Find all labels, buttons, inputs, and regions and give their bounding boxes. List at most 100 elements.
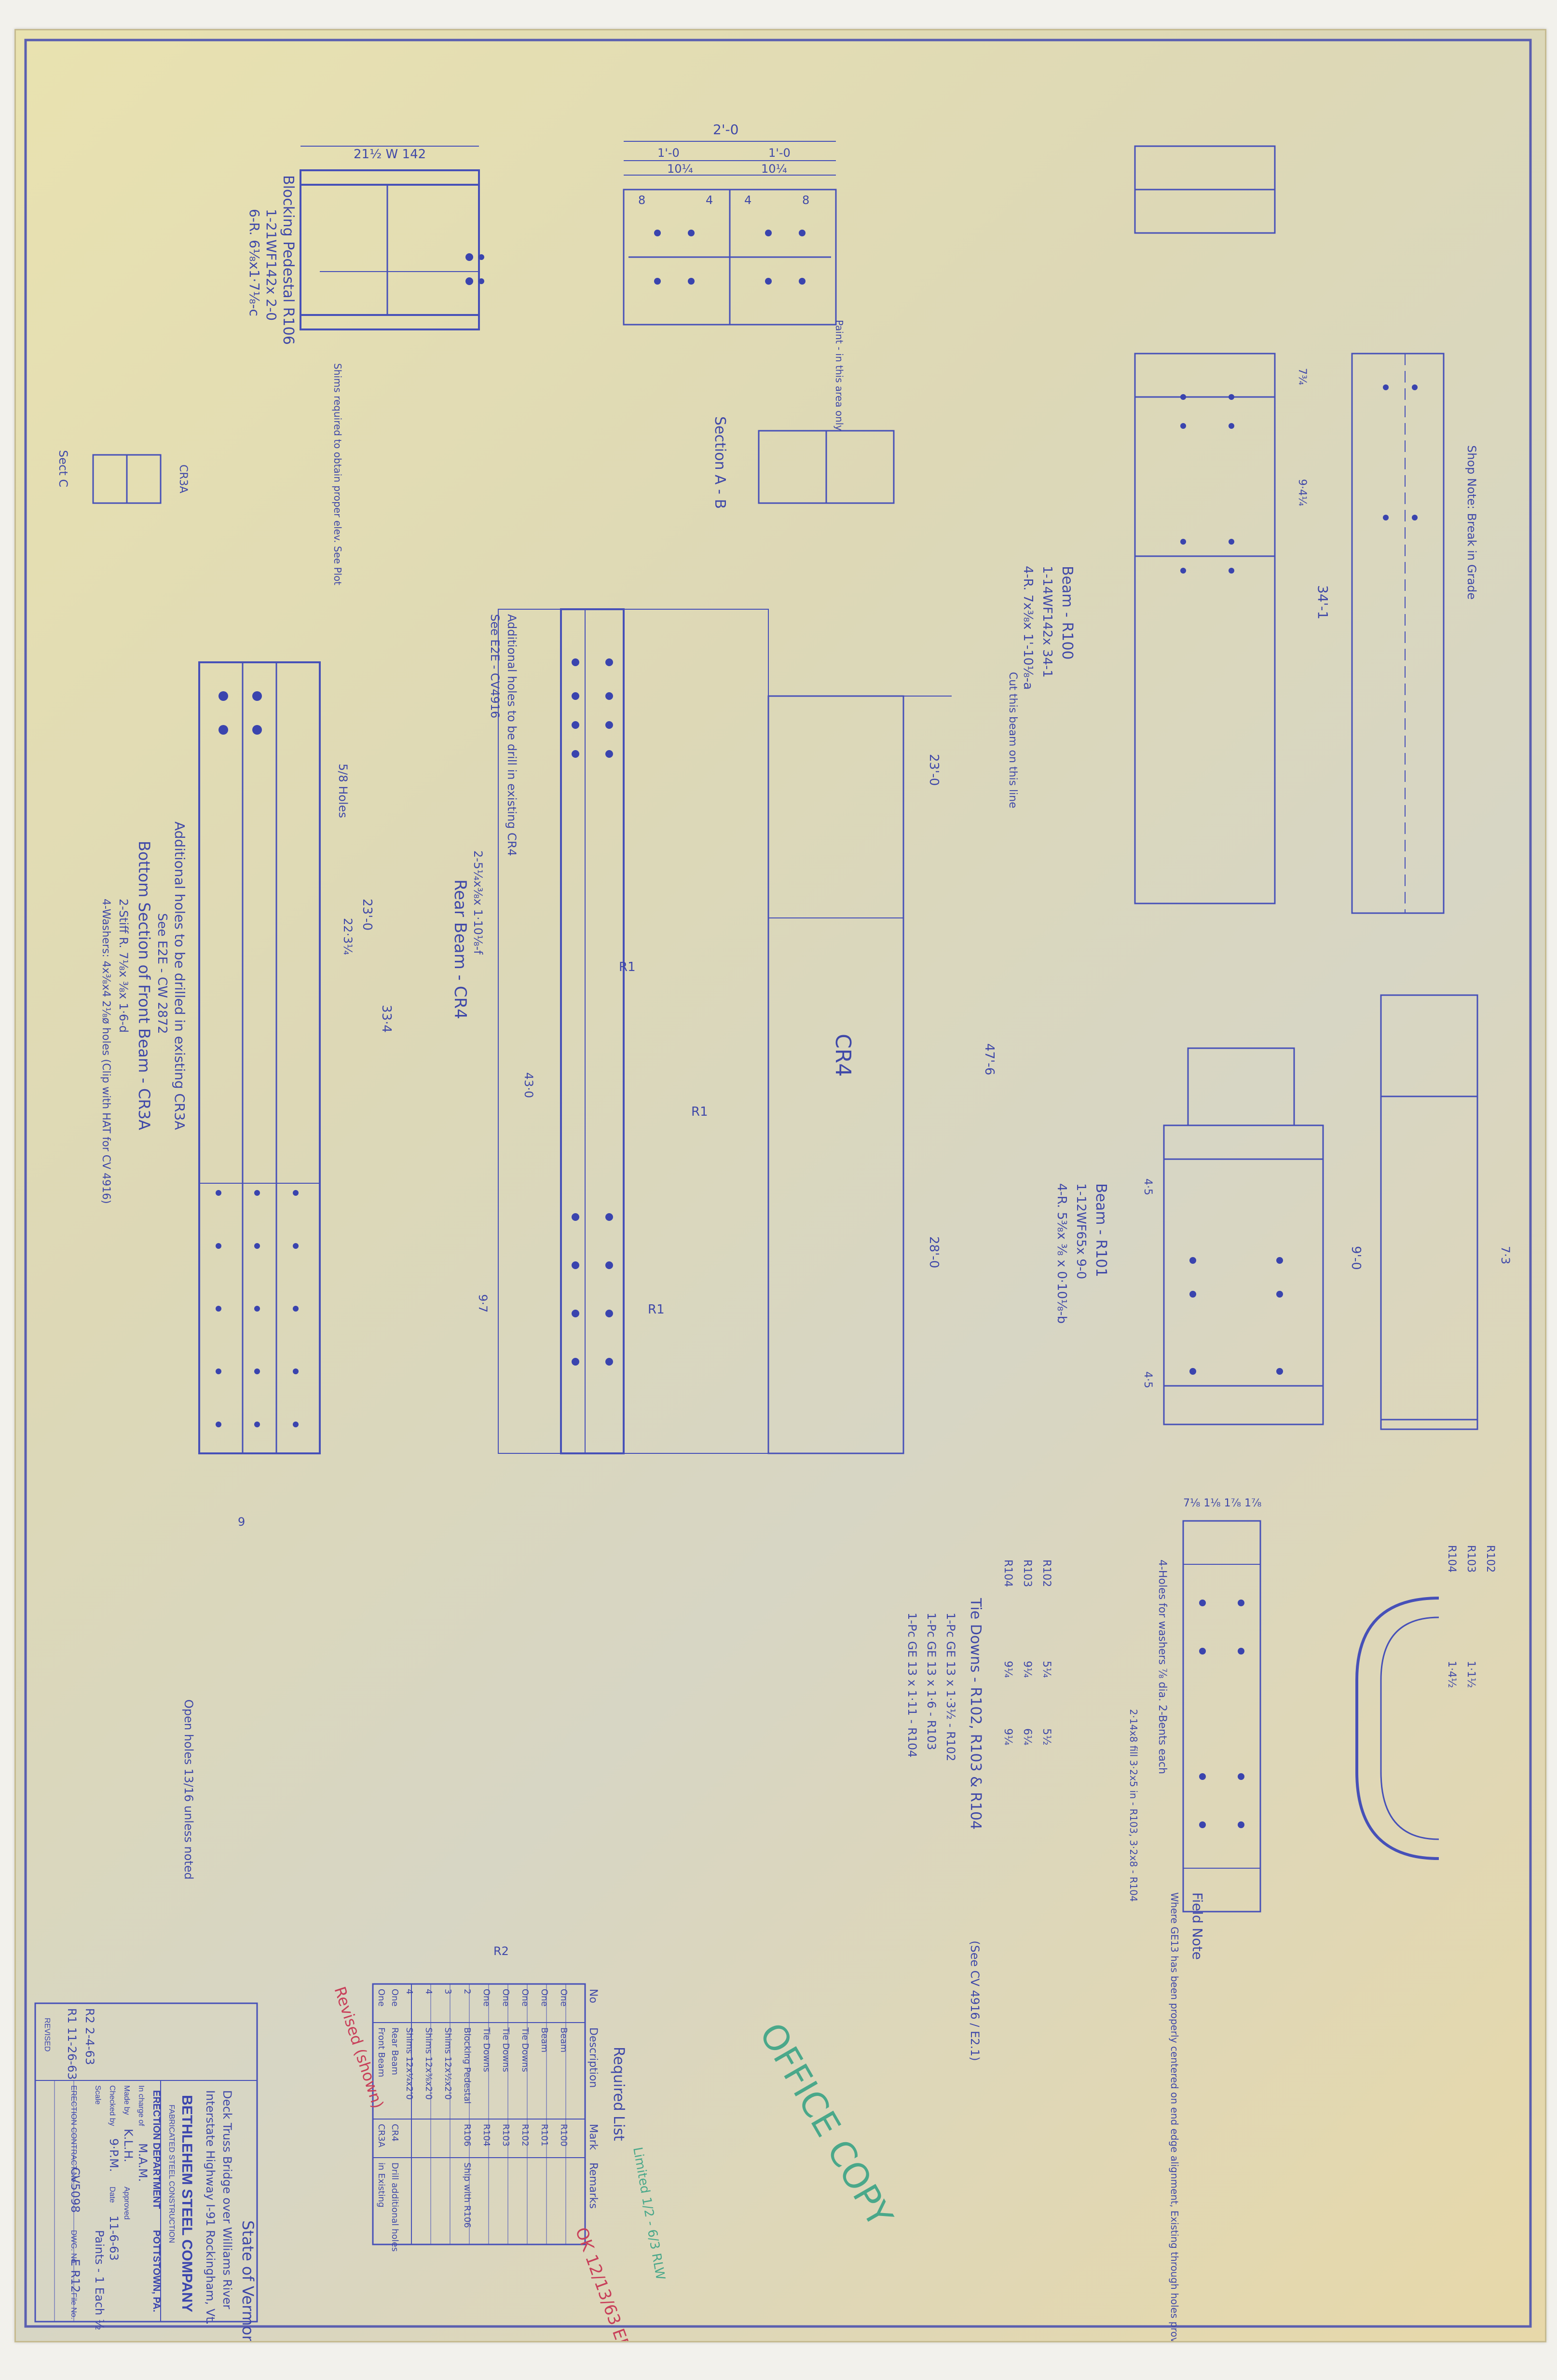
title-block-state: State of Vermont (239, 2220, 257, 2341)
tie-downs-right-mark-3: R104 (1446, 1545, 1458, 1573)
svg-text:ERECTION DEPARTMENT: ERECTION DEPARTMENT (151, 2090, 162, 2209)
drawing-sheet: Blocking Pedestal R106 1-21WF142x 2-0 6-… (14, 29, 1546, 2342)
svg-text:CR4: CR4 (831, 1034, 855, 1077)
svg-text:CR3A: CR3A (177, 465, 189, 493)
rear-beam-r1-c: R1 (648, 1302, 665, 1317)
title-block-checked-by: 9·P.M. (107, 2138, 121, 2172)
svg-text:4-Washers: 4x⅜x4 2⅛ø holes (C: 4-Washers: 4x⅜x4 2⅛ø holes (Clip with HA… (100, 899, 112, 1204)
tie-downs-dim-b1: 5½ (1040, 1728, 1052, 1745)
svg-text:9·7: 9·7 (476, 1294, 490, 1313)
table-row-4-no: One (501, 1989, 511, 2007)
svg-text:9·4¼: 9·4¼ (1296, 479, 1308, 506)
blocking-pedestal-detail: Blocking Pedestal R106 1-21WF142x 2-0 6-… (56, 146, 484, 585)
tie-downs-dim-a3: 9¼ (1002, 1661, 1014, 1678)
tie-downs-mark-3: R104 (1002, 1559, 1014, 1587)
svg-text:22·3¼: 22·3¼ (341, 918, 355, 955)
tie-downs-dim-b2: 6¼ (1021, 1728, 1033, 1745)
svg-text:OFFICE COPY: OFFICE COPY (751, 2016, 901, 2234)
table-row-11-desc: Front Beam (376, 2027, 386, 2077)
section-ab-space-4: 8 (802, 193, 809, 207)
tie-downs-mark-1: R102 (1040, 1559, 1052, 1587)
svg-text:4-R. 5⅜x ⅜ x 0·10⅛-b: 4-R. 5⅜x ⅜ x 0·10⅛-b (1054, 1183, 1069, 1324)
title-block-project: Deck Truss Bridge over Williams River (220, 2090, 234, 2309)
tie-downs-detail: Tie Downs - R102, R103 & R104 (See CV 49… (905, 1497, 1496, 2061)
title-block-location: POTTSTOWN, PA. (151, 2230, 162, 2312)
svg-text:Additional holes to be drilled: Additional holes to be drilled in existi… (172, 821, 188, 1130)
tie-downs-item-1: 1-Pc GE 13 x 1·3½ - R102 (944, 1613, 957, 1761)
svg-text:9'-0: 9'-0 (1349, 1246, 1363, 1270)
svg-text:23'-0: 23'-0 (360, 899, 374, 930)
svg-text:FABRICATED STEEL CONSTRUCTION: FABRICATED STEEL CONSTRUCTION (167, 2105, 176, 2243)
svg-text:R102: R102 (1040, 1559, 1052, 1587)
title-block-checked-by-label: Checked by (108, 2085, 116, 2126)
beam-r100-line2: 4-R. 7x⅜x 1'-10⅛-a (1021, 566, 1035, 690)
table-row-8-desc: Shims 12x⅜x2'0 (423, 2027, 434, 2100)
title-block-subtitle: FABRICATED STEEL CONSTRUCTION (167, 2105, 176, 2243)
front-beam-title: Bottom Section of Front Beam - CR3A (135, 841, 153, 1130)
title-block-company: BETHLEHEM STEEL COMPANY (179, 2095, 195, 2312)
rear-beam-r1-b: R1 (691, 1105, 708, 1119)
rear-beam-title: Rear Beam - CR4 (451, 879, 470, 1019)
table-row-2-desc: Beam (539, 2027, 549, 2052)
title-block-highway: Interstate Highway I-91 Rockingham, Vt. (204, 2090, 217, 2325)
beam-r100-detail: Beam - R100 1-14WF142x 34-1 4-R. 7x⅜x 1'… (1007, 145, 1478, 914)
tie-downs-item-2: 1-Pc GE 13 x 1·6 - R103 (925, 1613, 938, 1750)
rear-beam-dim-2: 47'-6 (982, 1043, 997, 1075)
engineering-drawing: Blocking Pedestal R106 1-21WF142x 2-0 6-… (16, 30, 1545, 2341)
required-list-title: Required List (610, 2047, 627, 2141)
table-row-6-no: 2 (462, 1989, 472, 1994)
svg-text:Section A - B: Section A - B (711, 416, 728, 509)
table-row-11-remarks: in Existing (376, 2162, 386, 2207)
beam-r101-line1: 1-12WF65x 9-0 (1074, 1183, 1088, 1279)
tie-downs-dim-a1: 5¼ (1040, 1661, 1052, 1678)
tie-downs-mark-2: R103 (1021, 1559, 1033, 1587)
svg-text:Deck Truss Bridge over William: Deck Truss Bridge over Williams River (220, 2090, 234, 2309)
front-beam-stiff: 2-Stiff R. 7⅛x ⅜x 1·6-d (117, 899, 130, 1033)
beam-r100-length: 34'-1 (1315, 585, 1331, 619)
tie-downs-top-dims: 7⅛ 1⅛ 1⅞ 1⅞ (1183, 1497, 1261, 1509)
required-list-header-mark: Mark (587, 2124, 599, 2150)
table-row-1-mark: R100 (559, 2124, 569, 2147)
svg-text:R103: R103 (1021, 1559, 1033, 1587)
table-row-6-desc: Blocking Pedestal (462, 2027, 472, 2104)
field-note-title: Field Note (1189, 1892, 1205, 1960)
svg-text:Field Note: Field Note (1189, 1892, 1205, 1960)
field-note-text: Where GE13 has been properly centered on… (1169, 1892, 1180, 2341)
pedestal-title: Blocking Pedestal R106 (280, 175, 297, 345)
rear-beam-see: See E2E - CV4916 (488, 614, 502, 718)
rear-beam-dim-3: 28'-0 (927, 1236, 941, 1268)
tie-downs-dim-a2: 9¼ (1021, 1661, 1033, 1678)
required-list-header-no: No (587, 1989, 599, 2003)
table-row-9-desc: Shims 12x¼x2'0 (404, 2027, 414, 2100)
svg-text:Beam - R101: Beam - R101 (1093, 1183, 1109, 1277)
svg-text:POTTSTOWN, PA.: POTTSTOWN, PA. (151, 2230, 162, 2312)
beam-r100-line1: 1-14WF142x 34-1 (1040, 566, 1054, 678)
front-beam-washers: 4-Washers: 4x⅜x4 2⅛ø holes (Clip with HA… (100, 899, 112, 1204)
svg-text:R103: R103 (1465, 1545, 1477, 1573)
svg-text:Mark: Mark (587, 2124, 599, 2150)
front-beam-dim-1: 23'-0 (360, 899, 374, 930)
svg-text:6-R. 6⅛x1·7⅛-c: 6-R. 6⅛x1·7⅛-c (246, 209, 262, 316)
svg-text:R102: R102 (1484, 1545, 1496, 1573)
svg-text:1·4½: 1·4½ (1446, 1661, 1458, 1688)
rear-beam-mark: CR4 (831, 1034, 855, 1077)
svg-text:Cut this beam on this line: Cut this beam on this line (1007, 672, 1019, 808)
section-ab-total: 2'-0 (713, 122, 738, 137)
table-row-11-mark: CR3A (376, 2124, 386, 2148)
tie-downs-shims-note: 2·14x8 fill 3·2x5 in - R103, 3·2x8 - R10… (1128, 1709, 1139, 1902)
svg-text:28'-0: 28'-0 (927, 1236, 941, 1268)
title-block-date: 11-6-63 (107, 2216, 121, 2261)
front-beam-holes: 5/8 Holes (336, 764, 350, 818)
svg-text:Shop Note: Break in Grade: Shop Note: Break in Grade (1465, 445, 1478, 600)
title-block-scale-label: Scale (94, 2085, 102, 2105)
beam-r100-shop-note: Shop Note: Break in Grade (1465, 445, 1478, 600)
tie-downs-right-mark-1: R102 (1484, 1545, 1496, 1573)
tie-downs-see: (See CV 4916 / E2.1) (968, 1941, 982, 2061)
svg-text:Shims required to obtain prope: Shims required to obtain proper elev. Se… (332, 363, 343, 585)
svg-text:Paint - in this area only: Paint - in this area only (833, 320, 845, 431)
svg-text:23'-0: 23'-0 (927, 754, 941, 786)
required-list-rev-mark: R2 (493, 1944, 509, 1958)
beam-r101-dim-1: 4·5 (1142, 1178, 1154, 1195)
front-beam-dim-2: 22·3¼ (341, 918, 355, 955)
svg-text:Required List: Required List (610, 2047, 627, 2141)
